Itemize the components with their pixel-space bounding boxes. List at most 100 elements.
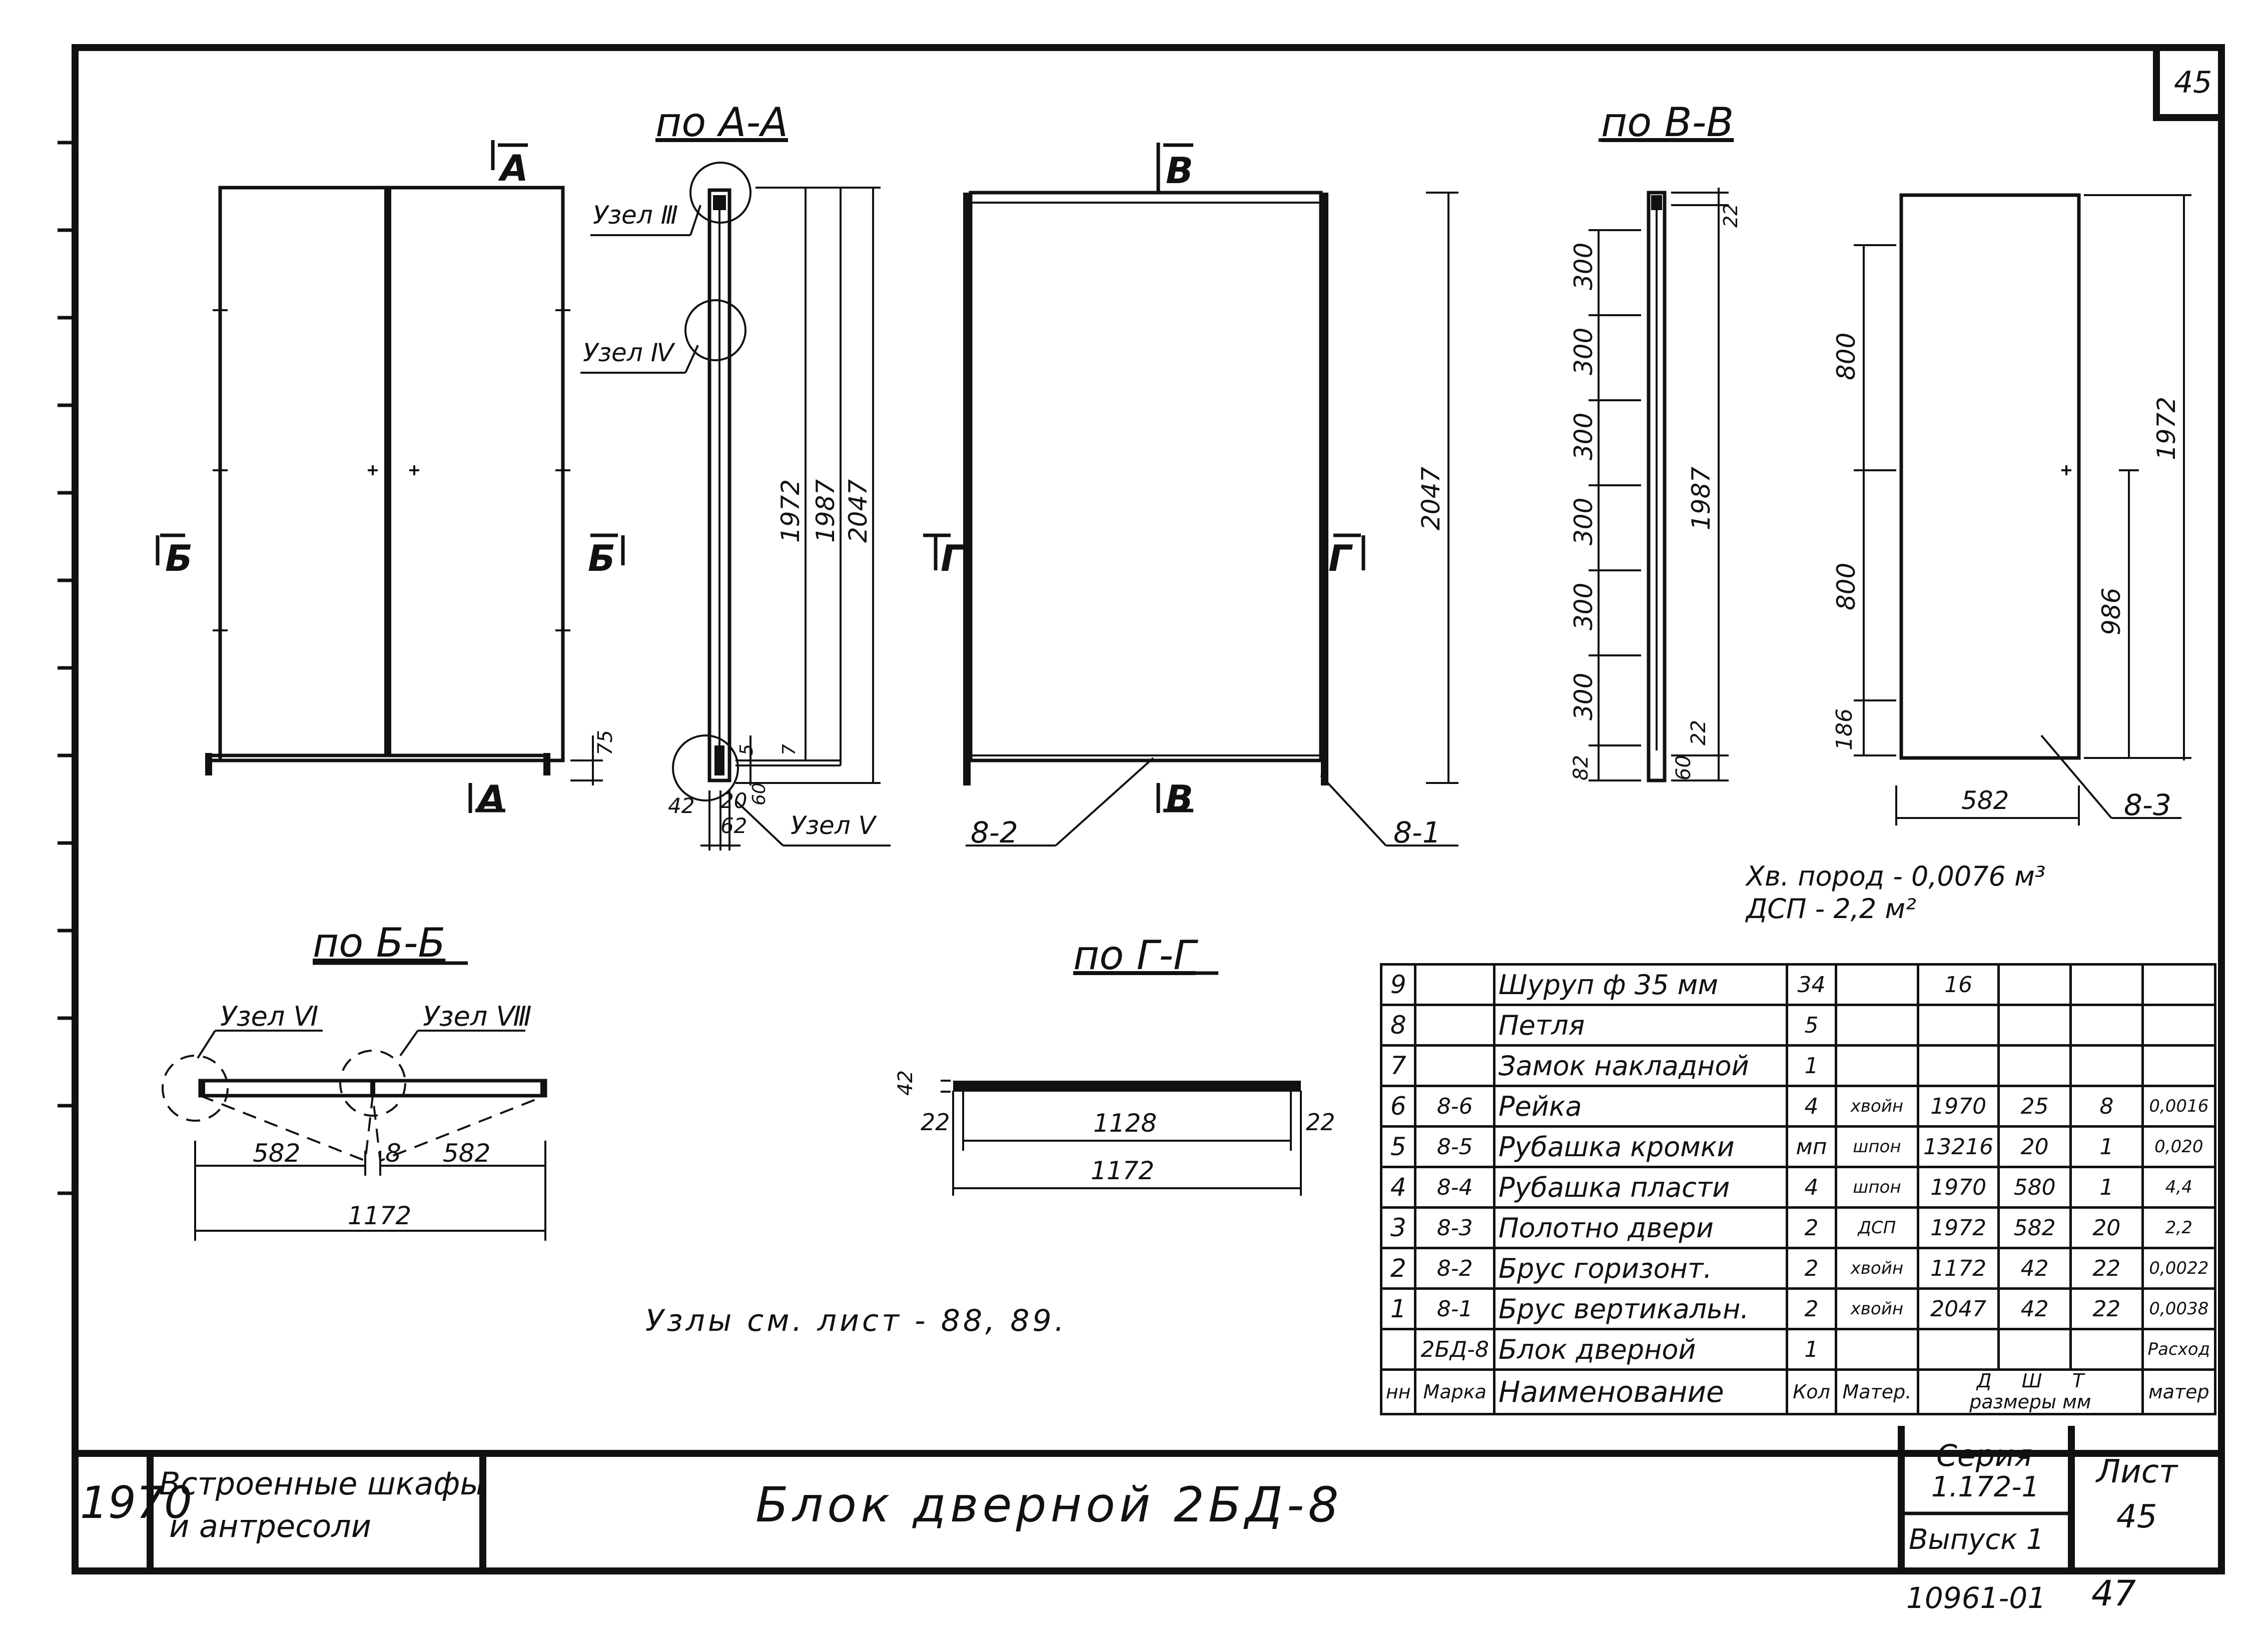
header-name: Наименование [1493,1368,1789,1415]
title-block-project-line2: и антресоли [169,1508,372,1544]
marker-a-bottom: А [478,777,506,820]
dim-vv-300-4: 300 [1569,497,1598,545]
spec-cell-t: 1 [2069,1166,2144,1209]
spec-cell-no: 9 [1379,963,1417,1006]
dim-panel-986: 986 [2097,587,2126,635]
section-title-bb: по Б-Б [313,920,446,966]
header-sizes: Д Ш Т размеры мм [1917,1368,2144,1415]
title-block-issue: Выпуск 1 [1909,1523,2044,1556]
dim-aa-62: 62 [720,813,747,838]
title-block-lines [75,1426,2221,1571]
spec-cell-no: 5 [1379,1125,1417,1168]
dim-gg-42: 42 [894,1070,917,1096]
spec-cell-w: 20 [1997,1125,2072,1168]
spec-cell-w: 25 [1997,1085,2072,1128]
spec-cell-name: Брус вертикальн. [1493,1287,1789,1330]
section-title-gg: по Г-Г [1073,932,1196,979]
spec-cell-name: Рейка [1493,1085,1789,1128]
dim-aa-1987: 1987 [811,479,840,543]
spec-cell-t: 22 [2069,1287,2144,1330]
spec-cell-mark: 2БД-8 [1414,1328,1496,1371]
dim-panel-582: 582 [1961,786,2009,815]
marker-g-left: Г [941,537,964,579]
spec-cell-t [2069,1328,2144,1371]
part-label-8-1: 8-1 [1393,815,1441,850]
dim-aa-60: 60 [749,782,770,805]
dim-frame-2047: 2047 [1416,466,1445,530]
section-gg-view [941,971,1302,1196]
spec-cell-cons [2141,963,2217,1006]
spec-cell-l: 1970 [1917,1166,2000,1209]
spec-cell-mat [1834,1328,1920,1371]
spec-cell-cons [2141,1004,2217,1047]
spec-cell-name: Замок накладной [1493,1044,1789,1087]
header-consumption: матер [2141,1368,2217,1415]
spec-cell-qty: 4 [1786,1085,1837,1128]
spec-cell-name: Рубашка пласти [1493,1166,1789,1209]
title-block-series-value: 1.172-1 [1931,1471,2040,1503]
specification-header-row: нн Марка Наименование Кол Матер. Д Ш Т р… [1379,1368,2217,1415]
dim-gg-1128: 1128 [1093,1109,1157,1138]
section-bb-view [162,961,547,1241]
marker-b-right: Б [588,537,615,579]
front-view [205,186,603,785]
spec-cell-w: 42 [1997,1247,2072,1290]
spec-cell-w [1997,1004,2072,1047]
header-thickness: Т [2072,1370,2084,1392]
dim-gg-1172: 1172 [1091,1156,1155,1185]
spec-cell-mark: 8-2 [1414,1247,1496,1290]
spec-cell-mat: хвойн [1834,1085,1920,1128]
marker-b-left: Б [165,537,193,579]
header-material: Матер. [1834,1368,1920,1415]
spec-cell-l [1917,1328,2000,1371]
dim-vv-22-bottom: 22 [1687,720,1710,745]
spec-cell-mat: хвойн [1834,1287,1920,1330]
binding-ticks [58,141,75,1195]
spec-cell-t [2069,963,2144,1006]
spec-cell-qty: 2 [1786,1287,1837,1330]
dim-aa-1972: 1972 [776,479,805,543]
spec-cell-no: 8 [1379,1004,1417,1047]
dim-panel-800-bottom: 800 [1832,562,1861,610]
spec-cell-mat [1834,1044,1920,1087]
spec-cell-t: 1 [2069,1125,2144,1168]
spec-cell-mark [1414,1004,1496,1047]
spec-cell-no [1379,1328,1417,1371]
dim-vv-1987: 1987 [1687,466,1716,530]
spec-cell-mat [1834,1004,1920,1047]
dim-bb-582-right: 582 [443,1139,491,1168]
section-title-vv: по В-В [1601,99,1734,146]
spec-cell-l: 16 [1917,963,2000,1006]
spec-cell-mat [1834,963,1920,1006]
dim-panel-800-top: 800 [1832,332,1861,380]
spec-cell-l: 13216 [1917,1125,2000,1168]
node-label-6: Узел Ⅵ [220,1001,319,1032]
spec-cell-mat: хвойн [1834,1247,1920,1290]
node-label-8: Узел Ⅷ [423,1001,532,1032]
spec-cell-cons: 0,0016 [2141,1085,2217,1128]
spec-cell-name: Блок дверной [1493,1328,1789,1371]
spec-cell-cons: 0,020 [2141,1125,2217,1168]
spec-cell-qty: 4 [1786,1166,1837,1209]
spec-cell-w [1997,1044,2072,1087]
spec-cell-no: 4 [1379,1166,1417,1209]
section-markers-front [156,140,625,813]
spec-cell-name: Петля [1493,1004,1789,1047]
title-block-sheet-label: Лист [2096,1453,2178,1490]
section-vv-view [1589,138,1729,782]
spec-cell-qty: мп [1786,1125,1837,1168]
spec-cell-name: Рубашка кромки [1493,1125,1789,1168]
title-block-year: 1970 [80,1477,192,1528]
dim-vv-60: 60 [1672,755,1695,780]
node-label-4: Узел Ⅳ [583,338,674,367]
spec-cell-t [2069,1044,2144,1087]
spec-cell-cons: 4,4 [2141,1166,2217,1209]
sheet-number: 45 [2174,65,2212,100]
spec-cell-mat: шпон [1834,1166,1920,1209]
materials-note-wood: Хв. пород - 0,0076 м³ [1746,861,2046,892]
